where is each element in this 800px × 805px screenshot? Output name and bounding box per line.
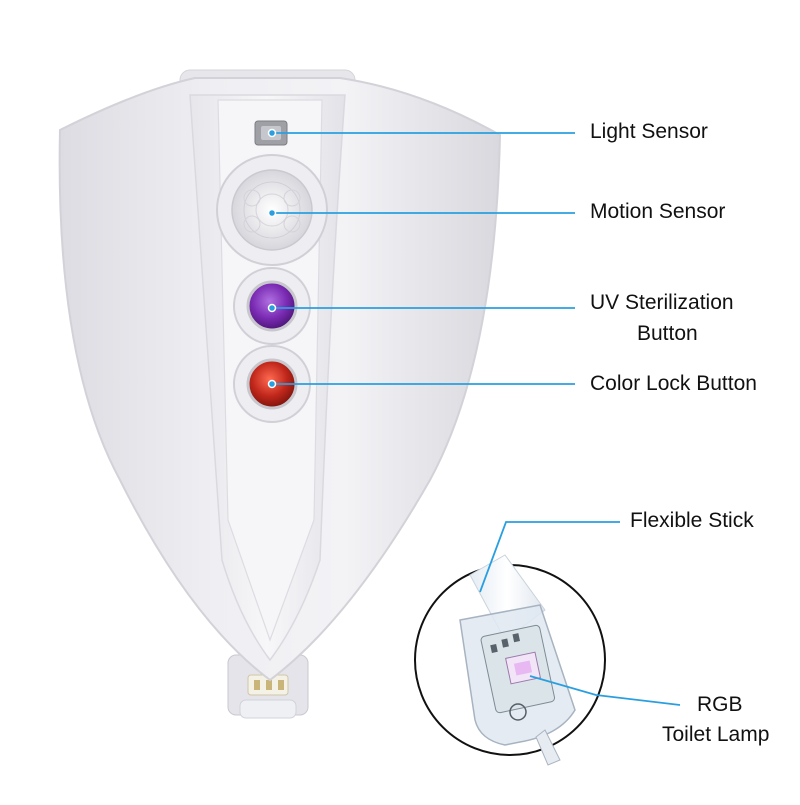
bottom-connector [227, 654, 309, 719]
leader-lines [272, 132, 681, 706]
uv-button-label-line1: UV Sterilization [590, 291, 734, 314]
light-sensor-label: Light Sensor [590, 120, 708, 143]
rgb-lamp-label-line1: RGB [697, 693, 743, 716]
motion-sensor-label: Motion Sensor [590, 200, 726, 223]
leader-dots [267, 128, 277, 389]
flexible-stick-label: Flexible Stick [630, 509, 754, 532]
color-lock-button-label: Color Lock Button [590, 372, 757, 395]
magnified-lamp-icon [414, 554, 606, 766]
uv-button-label-line2: Button [637, 322, 698, 345]
rgb-lamp-label-line2: Toilet Lamp [662, 723, 770, 746]
